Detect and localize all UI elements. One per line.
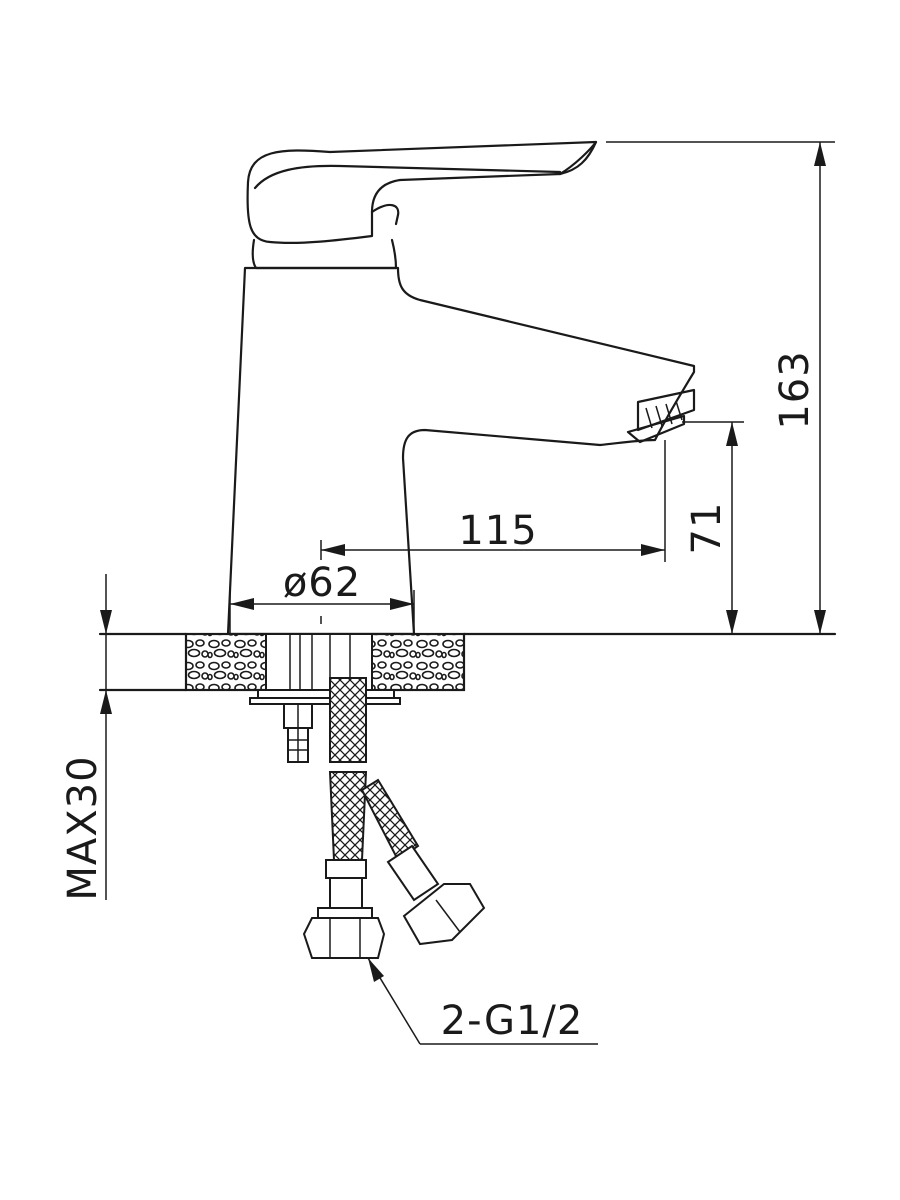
countertop — [98, 632, 837, 692]
label-connection: 2-G1/2 — [441, 998, 584, 1044]
label-max-thickness: MAX30 — [60, 755, 106, 900]
faucet-body — [226, 266, 696, 636]
label-spout-reach: 115 — [458, 508, 537, 554]
label-height-total: 163 — [772, 350, 818, 429]
dimension-max-thickness: MAX30 — [60, 574, 112, 901]
label-spout-height: 71 — [684, 502, 730, 555]
cartridge-cap — [251, 238, 398, 270]
flexible-hoses — [302, 677, 486, 959]
dimension-spout-height: 71 — [682, 421, 744, 634]
dimension-spout-reach: 115 — [320, 440, 666, 562]
mounting-stud — [249, 633, 401, 763]
label-base-diameter: ø62 — [283, 560, 361, 606]
handle-lever — [246, 140, 598, 244]
dimension-base-diameter: ø62 — [229, 560, 415, 634]
leader-connection: 2-G1/2 — [367, 957, 598, 1045]
dimension-height-total: 163 — [606, 141, 835, 634]
